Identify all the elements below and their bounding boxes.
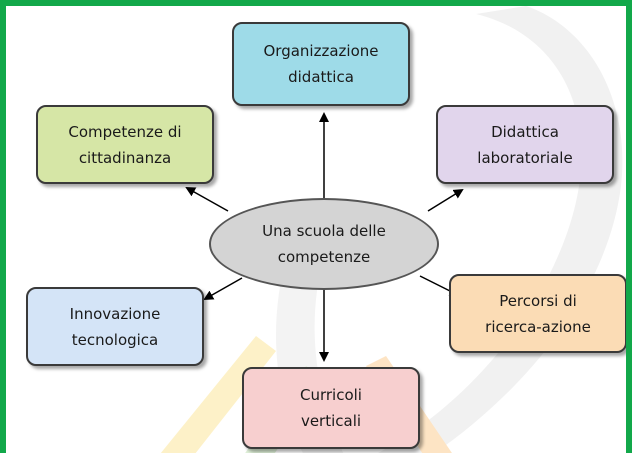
arrow-to-top-right <box>427 188 464 212</box>
node-competenze-cittadinanza: Competenze di cittadinanza <box>36 105 214 184</box>
connector-arrows <box>185 112 464 362</box>
node-innovazione-tecnologica: Innovazione tecnologica <box>26 287 204 366</box>
node-label: Didattica laboratoriale <box>477 122 573 167</box>
arrow-to-top-left <box>185 187 229 212</box>
node-percorsi-ricerca-azione: Percorsi di ricerca-azione <box>449 274 626 353</box>
node-didattica-laboratoriale: Didattica laboratoriale <box>436 105 614 184</box>
node-label: Percorsi di ricerca-azione <box>485 291 591 336</box>
arrow-to-bottom-left <box>203 277 243 300</box>
node-curricoli-verticali: Curricoli verticali <box>242 367 420 449</box>
node-label: Competenze di cittadinanza <box>68 122 182 167</box>
node-organizzazione-didattica: Organizzazione didattica <box>232 22 410 106</box>
node-label: Organizzazione didattica <box>263 42 379 86</box>
node-label: Innovazione tecnologica <box>69 304 161 349</box>
central-concept-label: Una scuola delle competenze <box>262 222 386 266</box>
node-label: Curricoli verticali <box>300 386 362 430</box>
central-concept: Una scuola delle competenze <box>209 198 439 290</box>
